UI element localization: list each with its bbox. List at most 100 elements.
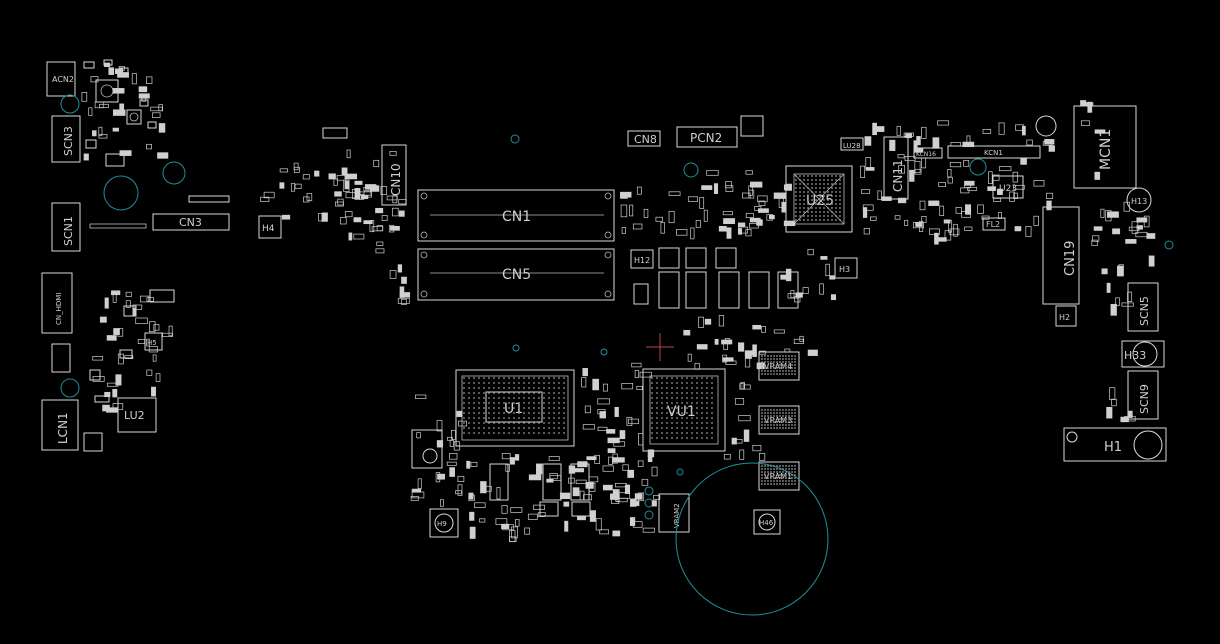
bga-ball bbox=[473, 397, 475, 399]
bga-ball bbox=[779, 471, 781, 473]
cn3-connector[interactable]: CN3 bbox=[152, 213, 230, 231]
kcn16-connector[interactable]: KCN16 bbox=[913, 147, 943, 159]
bga-ball bbox=[788, 373, 790, 375]
smd-pad bbox=[392, 207, 399, 217]
cn11-label: CN11 bbox=[891, 159, 905, 192]
bga-ball bbox=[508, 402, 510, 404]
kcn1-connector[interactable]: KCN1 bbox=[947, 145, 1041, 159]
h1-hole[interactable]: H1 bbox=[1063, 427, 1167, 462]
bga-ball bbox=[528, 387, 530, 389]
bga-ball bbox=[794, 412, 796, 414]
bga-ball bbox=[478, 402, 480, 404]
bga-ball bbox=[803, 199, 805, 201]
bga-ball bbox=[815, 183, 817, 185]
smd-pad bbox=[1107, 211, 1119, 218]
smd-pad bbox=[621, 383, 634, 390]
bga-ball bbox=[651, 432, 653, 434]
bga-ball bbox=[776, 421, 778, 423]
cn1-dimm-slot[interactable]: CN1 bbox=[417, 189, 615, 242]
h12-hole[interactable]: H12 bbox=[630, 249, 654, 269]
bga-ball bbox=[681, 392, 683, 394]
bga-ball bbox=[835, 183, 837, 185]
bga-ball bbox=[701, 387, 703, 389]
h5-hole[interactable]: H5 bbox=[144, 332, 163, 351]
bga-ball bbox=[791, 474, 793, 476]
h2-hole[interactable]: H2 bbox=[1055, 305, 1077, 327]
cn11-connector[interactable]: CN11 bbox=[883, 136, 909, 200]
smd-pad bbox=[390, 225, 400, 231]
bga-ball bbox=[463, 397, 465, 399]
smd-pad bbox=[455, 490, 462, 495]
cn8-connector[interactable]: CN8 bbox=[627, 130, 661, 147]
bga-ball bbox=[488, 417, 490, 419]
bga-ball bbox=[498, 427, 500, 429]
vram1-chip[interactable]: VRAM1 bbox=[758, 461, 800, 491]
u25-bga-chip[interactable]: U25 bbox=[785, 165, 853, 233]
smd-pad bbox=[653, 494, 661, 500]
bga-ball bbox=[508, 432, 510, 434]
vram2-chip[interactable]: VRAM2 bbox=[658, 493, 690, 533]
smd-pad bbox=[647, 449, 655, 458]
scn3-connector[interactable]: SCN3 bbox=[51, 115, 81, 163]
bga-ball bbox=[815, 179, 817, 181]
smd-pad bbox=[758, 208, 769, 213]
smd-pad bbox=[279, 168, 288, 173]
cn19-connector[interactable]: CN19 bbox=[1042, 206, 1080, 305]
lu28-chip[interactable]: LU28 bbox=[840, 137, 864, 151]
acn2-connector[interactable]: ACN2 bbox=[46, 61, 76, 97]
bga-ball bbox=[827, 183, 829, 185]
h9-hole[interactable]: H9 bbox=[429, 508, 459, 538]
vram3-chip[interactable]: VRAM3 bbox=[758, 405, 800, 435]
bga-ball bbox=[706, 397, 708, 399]
bga-ball bbox=[770, 421, 772, 423]
top-chip bbox=[740, 115, 764, 137]
mounting-hole bbox=[162, 161, 186, 185]
smd-pad bbox=[1033, 180, 1045, 187]
bga-ball bbox=[508, 427, 510, 429]
h46-hole[interactable]: H46 bbox=[753, 509, 781, 535]
mcn1-connector[interactable]: MCN1 bbox=[1073, 105, 1137, 189]
smd-pad bbox=[861, 189, 871, 194]
bga-ball bbox=[788, 355, 790, 357]
smd-pad bbox=[932, 137, 940, 149]
bga-ball bbox=[528, 392, 530, 394]
smd-pad bbox=[714, 338, 719, 345]
bga-ball bbox=[538, 432, 540, 434]
smd-pad bbox=[919, 220, 924, 232]
bga-ball bbox=[791, 355, 793, 357]
bga-ball bbox=[661, 402, 663, 404]
smd-pad bbox=[1046, 200, 1052, 211]
lcn1-connector[interactable]: LCN1 bbox=[41, 399, 79, 451]
bga-ball bbox=[823, 203, 825, 205]
bga-ball bbox=[498, 412, 500, 414]
h33-hole[interactable]: H33 bbox=[1121, 340, 1165, 368]
fl2-component[interactable]: FL2 bbox=[982, 217, 1006, 231]
cn-hdmi-connector[interactable]: CN_HDMI bbox=[41, 272, 73, 334]
smd-pad bbox=[381, 215, 388, 221]
h13-hole[interactable]: H13 bbox=[1126, 187, 1152, 213]
smd-pad bbox=[495, 518, 508, 525]
smd-pad bbox=[718, 225, 727, 232]
pcn2-connector[interactable]: PCN2 bbox=[676, 126, 738, 148]
vu1-gpu[interactable]: VU1 bbox=[642, 368, 726, 452]
smd-pad bbox=[369, 220, 375, 233]
bga-ball bbox=[651, 412, 653, 414]
bga-ball bbox=[548, 397, 550, 399]
h4-hole[interactable]: H4 bbox=[258, 215, 282, 239]
scn1-connector[interactable]: SCN1 bbox=[51, 202, 81, 252]
smd-pad bbox=[784, 348, 791, 353]
smd-pad bbox=[860, 165, 866, 178]
lu2-chip[interactable]: LU2 bbox=[117, 397, 157, 433]
bga-ball bbox=[827, 211, 829, 213]
h3-hole[interactable]: H3 bbox=[834, 257, 858, 279]
scn5-connector[interactable]: SCN5 bbox=[1127, 282, 1159, 332]
cn5-dimm-slot[interactable]: CN5 bbox=[417, 248, 615, 301]
bga-ball bbox=[661, 387, 663, 389]
mounting-hole bbox=[60, 378, 80, 398]
bga-ball bbox=[666, 432, 668, 434]
bga-ball bbox=[666, 387, 668, 389]
smd-pad bbox=[583, 494, 592, 501]
cn10-connector[interactable]: CN10 bbox=[381, 144, 407, 206]
bga-ball bbox=[773, 412, 775, 414]
scn9-connector[interactable]: SCN9 bbox=[1127, 370, 1159, 420]
